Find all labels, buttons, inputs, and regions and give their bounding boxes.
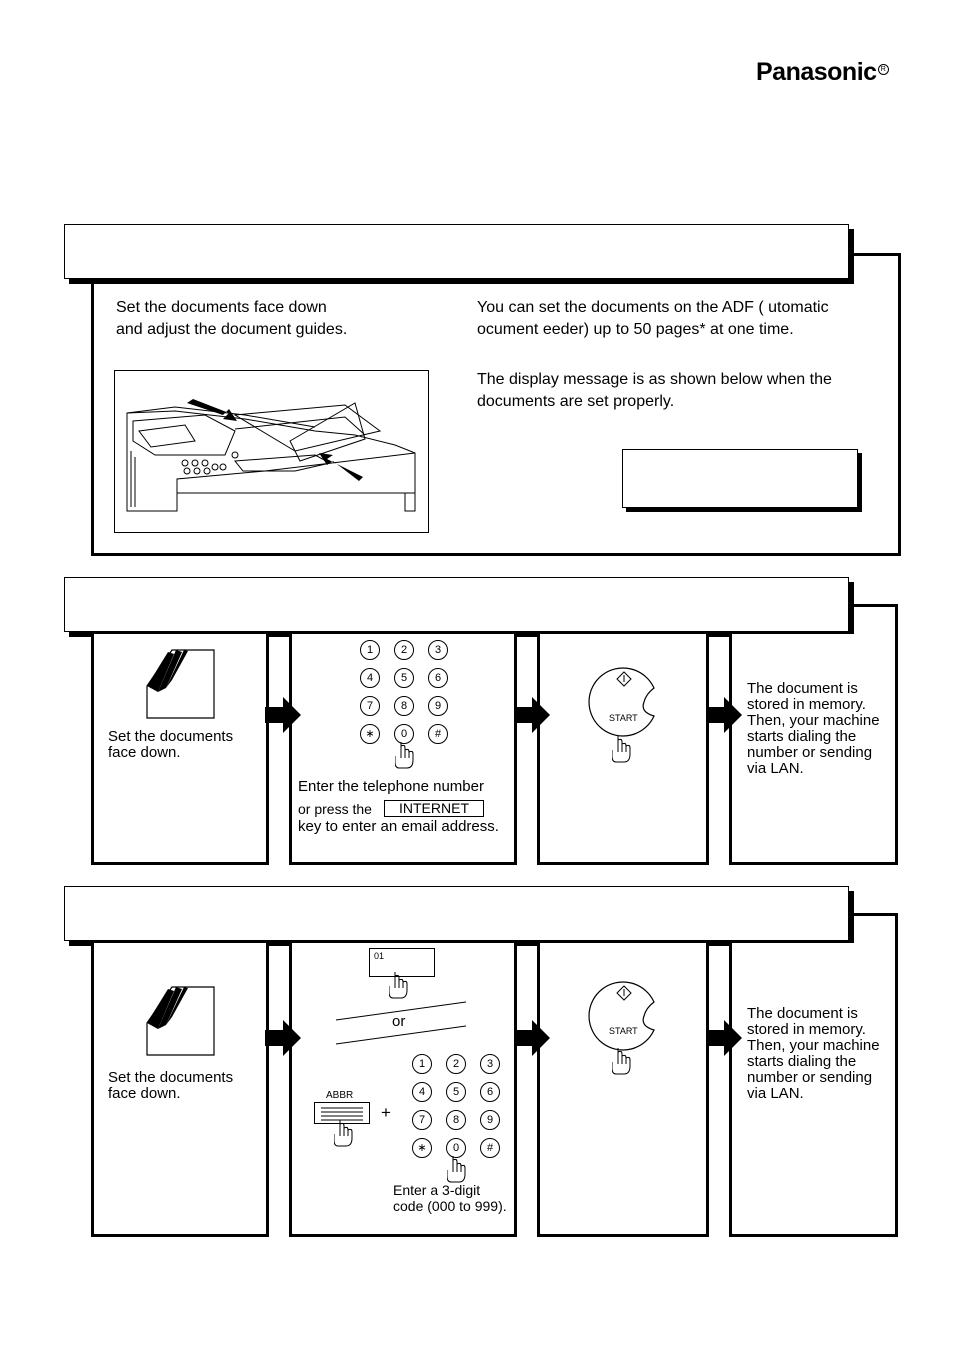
start-button[interactable] xyxy=(588,980,660,1052)
arrow-right-icon xyxy=(706,697,742,733)
section2-header xyxy=(64,577,849,632)
keypad-key-10[interactable]: ∗ xyxy=(360,724,380,744)
keypad-key-7[interactable]: 7 xyxy=(360,696,380,716)
keypad-key-5[interactable]: 5 xyxy=(446,1082,466,1102)
finger-press-icon xyxy=(447,1156,466,1183)
document-face-down-icon xyxy=(144,985,216,1057)
arrow-right-icon xyxy=(514,1020,550,1056)
arrow-right-icon xyxy=(514,697,550,733)
section3-header xyxy=(64,886,849,941)
start-button[interactable] xyxy=(588,666,660,738)
display-message-box xyxy=(622,449,858,508)
one-touch-key[interactable]: 01 xyxy=(369,948,435,977)
finger-press-icon xyxy=(395,742,414,769)
section2-frame-right xyxy=(850,604,898,607)
or-divider xyxy=(335,1001,467,1045)
section3-step1-text: Set the documents face down. xyxy=(108,1069,234,1102)
keypad-key-8[interactable]: 8 xyxy=(446,1110,466,1130)
keypad-key-1[interactable]: 1 xyxy=(360,640,380,660)
keypad-key-10[interactable]: ∗ xyxy=(412,1138,432,1158)
keypad-key-4[interactable]: 4 xyxy=(360,668,380,688)
arrow-right-icon xyxy=(706,1020,742,1056)
section1-right-text2: The display message is as shown below wh… xyxy=(477,371,832,410)
enter-number-line1: Enter the telephone number xyxy=(298,778,484,795)
section3-step2 xyxy=(289,943,517,1237)
registered-mark: R xyxy=(877,64,889,75)
keypad-key-4[interactable]: 4 xyxy=(412,1082,432,1102)
finger-press-icon xyxy=(389,972,408,999)
keypad-key-11[interactable]: 0 xyxy=(394,724,414,744)
keypad-key-6[interactable]: 6 xyxy=(428,668,448,688)
section2-step1-text: Set the documents face down. xyxy=(108,728,234,761)
one-touch-key-label: 01 xyxy=(374,951,385,961)
finger-press-icon xyxy=(612,736,631,763)
fax-machine-illustration xyxy=(114,370,429,533)
keypad-key-6[interactable]: 6 xyxy=(480,1082,500,1102)
arrow-right-icon xyxy=(265,1020,301,1056)
keypad-key-3[interactable]: 3 xyxy=(428,640,448,660)
keypad-key-1[interactable]: 1 xyxy=(412,1054,432,1074)
internet-key[interactable]: INTERNET xyxy=(384,800,484,817)
keypad-key-9[interactable]: 9 xyxy=(480,1110,500,1130)
keypad-key-5[interactable]: 5 xyxy=(394,668,414,688)
start-label: START xyxy=(609,713,638,723)
document-face-down-icon xyxy=(144,648,216,720)
internet-key-label: INTERNET xyxy=(399,800,469,816)
section1-left-text: Set the documents face down and adjust t… xyxy=(116,299,348,338)
section1-header xyxy=(64,224,849,279)
keypad-key-2[interactable]: 2 xyxy=(446,1054,466,1074)
keypad-key-8[interactable]: 8 xyxy=(394,696,414,716)
abbr-label: ABBR xyxy=(326,1090,354,1101)
keypad-key-2[interactable]: 2 xyxy=(394,640,414,660)
section3-frame-right-edge xyxy=(895,913,898,1237)
enter-number-line2: or press the xyxy=(298,801,372,817)
start-label: START xyxy=(609,1026,638,1036)
keypad-key-12[interactable]: # xyxy=(480,1138,500,1158)
keypad-key-12[interactable]: # xyxy=(428,724,448,744)
arrow-right-icon xyxy=(265,697,301,733)
section2-step4 xyxy=(729,634,895,865)
enter-number-line3: key to enter an email address. xyxy=(298,818,499,835)
section1-right-text1: You can set the documents on the ADF ( u… xyxy=(477,299,829,338)
keypad-key-9[interactable]: 9 xyxy=(428,696,448,716)
keypad-key-3[interactable]: 3 xyxy=(480,1054,500,1074)
code-text: Enter a 3-digit code (000 to 999). xyxy=(393,1182,507,1214)
plus-sign: + xyxy=(381,1103,391,1122)
section3-step4 xyxy=(729,943,895,1237)
section3-result-text: The document is stored in memory. Then, … xyxy=(747,1005,880,1102)
finger-press-icon xyxy=(334,1120,353,1147)
brand-name: Panasonic xyxy=(756,58,877,86)
section2-frame-right-edge xyxy=(895,604,898,865)
finger-press-icon xyxy=(612,1048,631,1075)
keypad-key-7[interactable]: 7 xyxy=(412,1110,432,1130)
or-label: or xyxy=(392,1013,406,1030)
section3-frame-right xyxy=(850,913,898,916)
section2-result-text: The document is stored in memory. Then, … xyxy=(747,680,880,777)
keypad-key-11[interactable]: 0 xyxy=(446,1138,466,1158)
